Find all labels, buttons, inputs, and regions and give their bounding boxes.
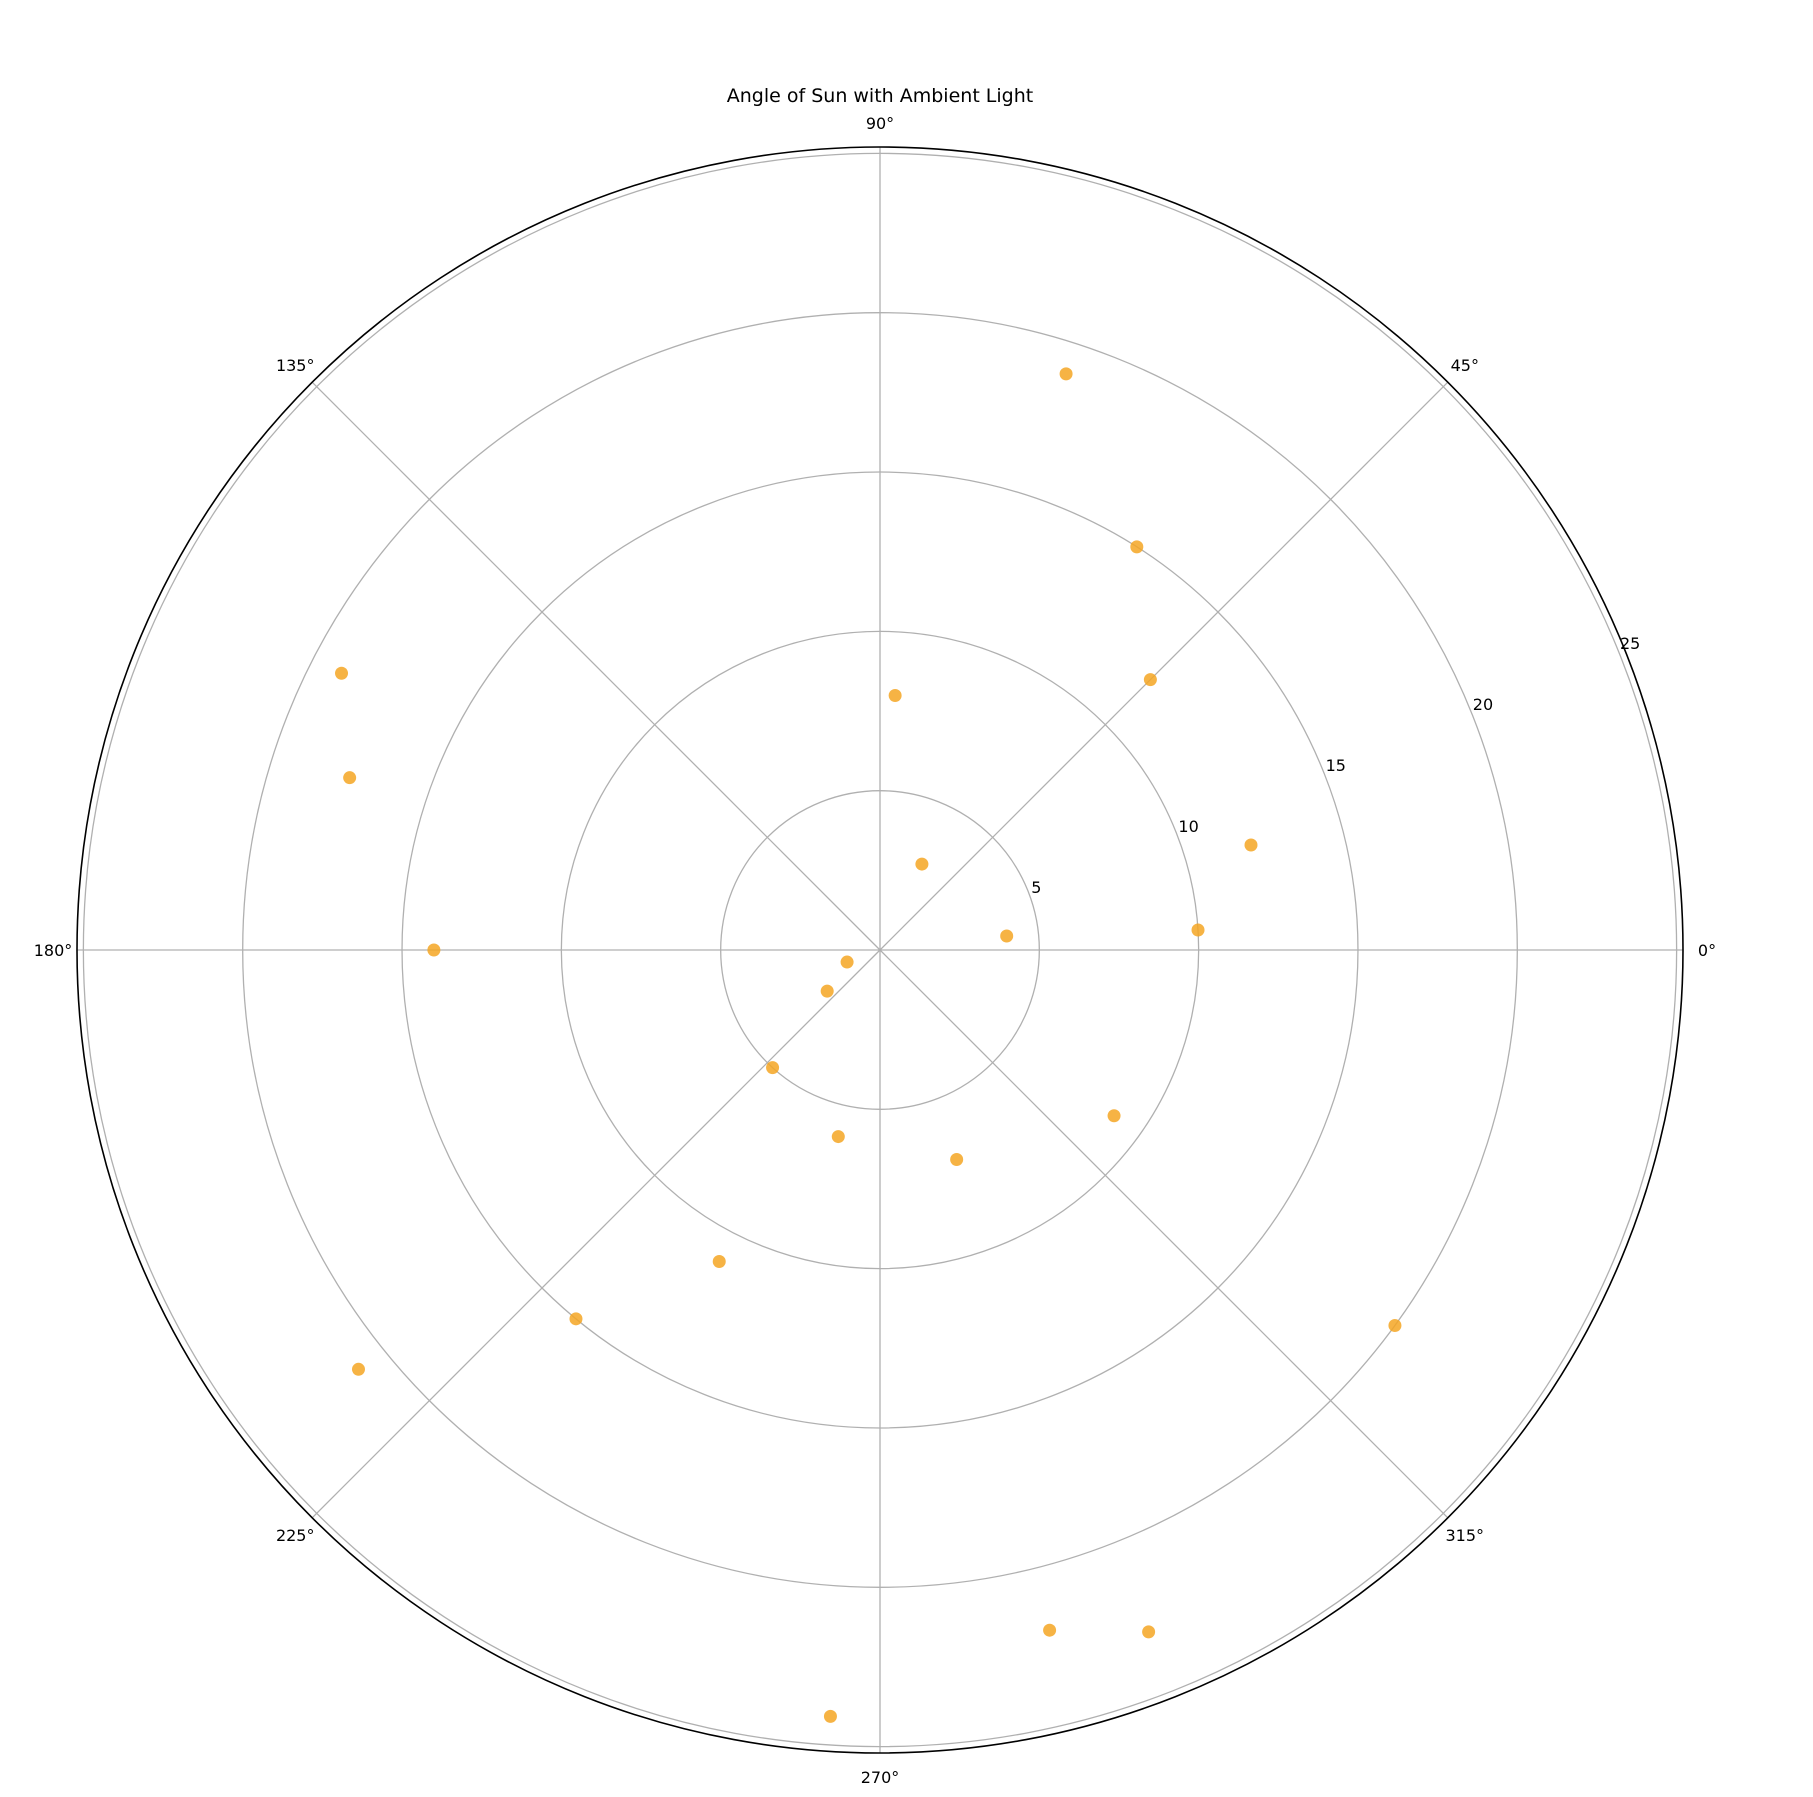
scatter-point [1191,923,1205,937]
scatter-point [427,943,441,957]
angle-tick-label: 0° [1698,941,1716,960]
angle-tick-label: 45° [1451,356,1479,375]
chart-title: Angle of Sun with Ambient Light [727,85,1033,107]
radial-tick-label: 25 [1620,634,1640,653]
angular-gridline [311,381,881,951]
scatter-point [950,1152,964,1166]
scatter-point [343,771,357,785]
angle-tick-label: 180° [34,941,73,960]
radial-tick-label: 5 [1031,878,1041,897]
angle-tick-label: 225° [276,1526,315,1545]
scatter-point [335,666,349,680]
scatter-point [1388,1318,1402,1332]
angular-gridline [879,949,1449,1519]
frame-layer [76,146,1684,1754]
scatter-point [1244,838,1258,852]
scatter-point [840,955,854,969]
scatter-point [1059,367,1073,381]
scatter-point [1043,1623,1057,1637]
polar-frame [76,146,1684,1754]
scatter-point [1000,929,1014,943]
scatter-point [766,1061,780,1075]
radial-tick-label: 10 [1178,817,1198,836]
scatter-point [1107,1109,1121,1123]
scatter-point [712,1254,726,1268]
scatter-point [1143,673,1157,687]
angle-tick-label: 270° [861,1768,900,1787]
scatter-point [820,984,834,998]
grid-layer [77,147,1683,1753]
scatter-points [335,367,1402,1723]
angle-tick-label: 90° [866,114,894,133]
angular-gridline [879,381,1449,951]
angular-gridline [311,949,881,1519]
scatter-point [831,1130,845,1144]
angle-tick-label: 315° [1446,1526,1485,1545]
scatter-point [569,1312,583,1326]
scatter-point [915,857,929,871]
radial-tick-label: 20 [1473,695,1493,714]
scatter-point [351,1362,365,1376]
angle-tick-label: 135° [276,356,315,375]
tick-label-layer: 0° 45° 90° 135° 180° 225° 270° 315° 5 10 15 20 25 [34,114,1716,1787]
scatter-point [1130,540,1144,554]
scatter-point [823,1709,837,1723]
scatter-point [888,689,902,703]
radial-tick-label: 15 [1326,756,1346,775]
scatter-point [1142,1625,1156,1639]
